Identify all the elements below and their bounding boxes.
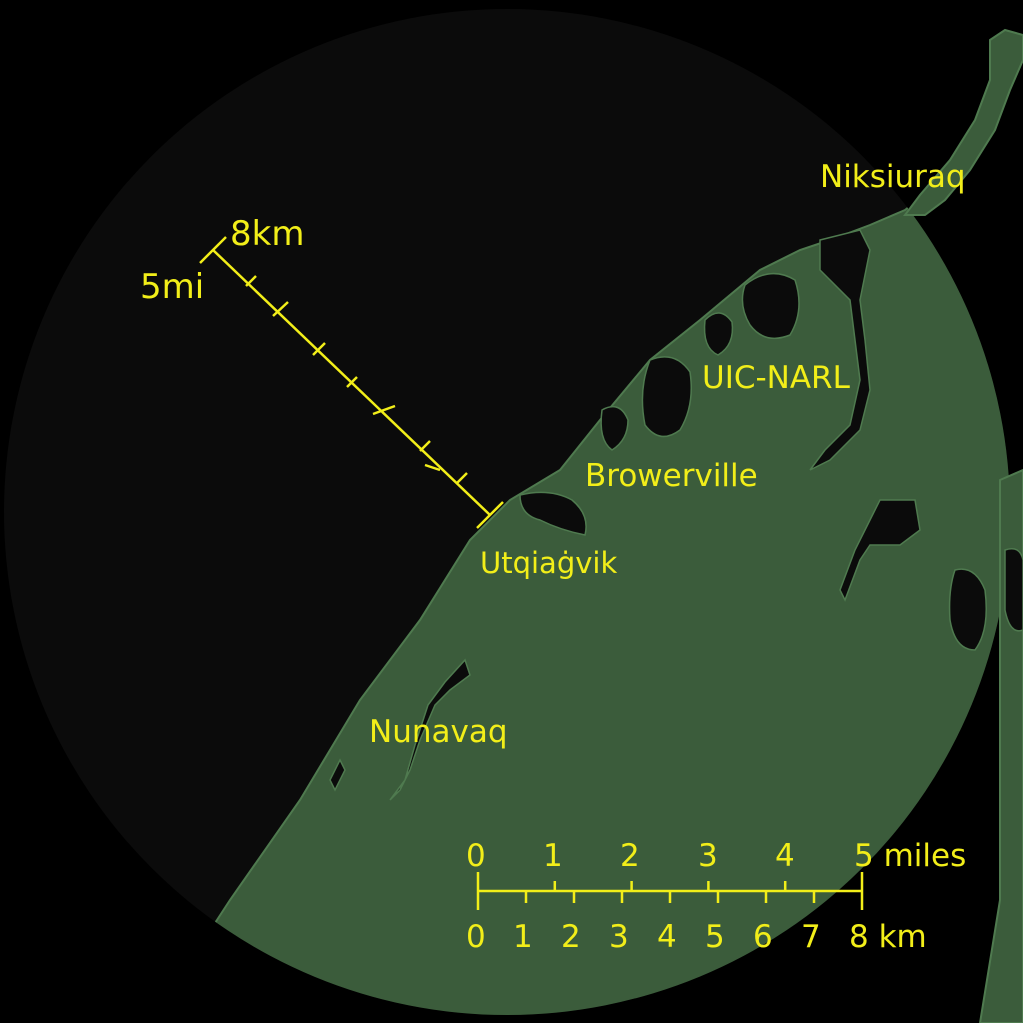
lakes [329,229,1023,801]
scale-km-label: 3 [609,919,629,955]
radial-scale-tick [424,463,441,472]
scale-bar: 0 1 2 3 4 5 miles 0 1 2 3 4 5 6 7 8 km [466,838,966,955]
channel [389,658,471,801]
place-label-browerville: Browerville [585,458,758,494]
place-label-uic-narl: UIC-NARL [702,360,851,396]
radial-scale-tick [419,440,431,452]
channel [329,758,346,792]
lake [641,356,692,438]
scale-mile-label: 4 [775,838,795,874]
scale-km-label: 4 [657,919,677,955]
scale-km-label: 5 [705,919,725,955]
place-label-niksiuraq: Niksiuraq [820,159,966,195]
lake [703,312,734,356]
radial-scale-mi-label: 5mi [140,267,204,307]
radial-scale-tick [456,472,468,484]
radial-scale-tick [372,404,396,416]
lake [1004,548,1023,632]
radial-scale: 8km 5mi [140,214,504,529]
radial-scale-tick [245,275,257,287]
lake [600,405,629,451]
lake [948,568,987,651]
scale-bar-mile-ticks [553,881,787,891]
scale-bar-km-ticks [524,891,816,903]
lake [741,272,800,340]
scale-mile-label: 2 [620,838,640,874]
lake [519,491,587,536]
scale-km-label: 0 [466,919,486,955]
place-label-nunavaq: Nunavaq [369,714,508,750]
scale-km-label: 8 km [849,919,927,955]
channel [839,499,921,602]
radial-scale-endcap [199,236,227,264]
scale-mile-label: 5 miles [854,838,966,874]
scale-km-label: 6 [753,919,773,955]
scale-mile-label: 0 [466,838,486,874]
scale-mile-label: 1 [543,838,563,874]
scale-mile-label: 3 [698,838,718,874]
radial-scale-km-label: 8km [230,214,304,254]
radial-scale-endcap [476,501,504,529]
scale-km-label: 1 [513,919,533,955]
radial-scale-tick [272,301,289,317]
scale-km-label: 7 [801,919,821,955]
land-spit [903,28,1023,216]
scale-km-label: 2 [561,919,581,955]
channel [809,229,871,471]
radial-scale-tick [312,342,326,356]
place-label-utqiagvik: Utqiaġvik [480,546,617,580]
radial-scale-tick [346,376,358,388]
